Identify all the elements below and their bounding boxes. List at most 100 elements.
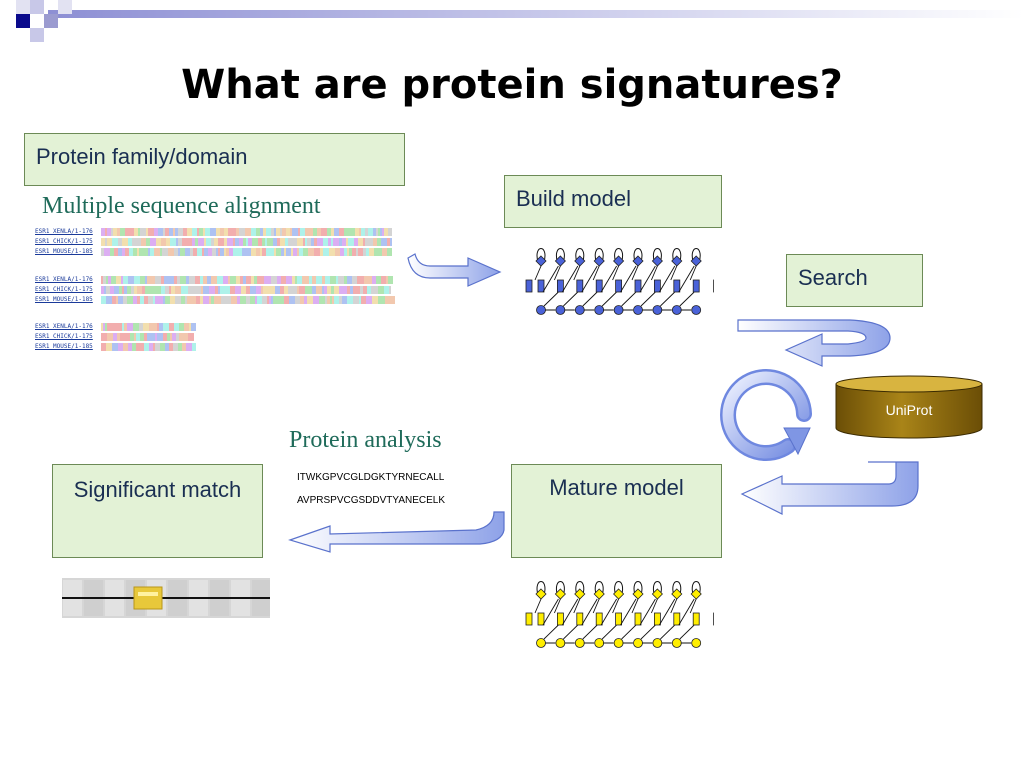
msa-residue — [106, 296, 112, 304]
msa-residue — [140, 228, 146, 236]
hmm-delete-state — [574, 638, 585, 648]
hmm-loop — [614, 581, 624, 596]
msa-residue — [157, 286, 161, 294]
hmm-insert-state — [651, 588, 663, 600]
msa-residue — [363, 238, 365, 246]
msa-residue — [217, 276, 223, 284]
msa-residue — [348, 238, 354, 246]
msa-residue — [122, 323, 124, 331]
msa-residue — [226, 248, 229, 256]
hmm-loop — [691, 248, 701, 263]
hmm-loop — [633, 581, 643, 596]
hmm-match-state — [595, 279, 603, 293]
msa-residue — [195, 238, 198, 246]
hmm-transition — [659, 598, 676, 626]
msa-residue — [309, 276, 312, 284]
hmm-transition — [679, 624, 695, 640]
msa-names-block-2: ESR1_XENLA/1-176 ESR1_CHICK/1-175 ESR1_M… — [35, 276, 97, 306]
msa-residue — [239, 248, 242, 256]
msa-residue — [101, 238, 105, 246]
msa-residue — [133, 296, 137, 304]
hmm-transition — [640, 624, 656, 640]
msa-residue — [151, 323, 157, 331]
msa-residue — [160, 343, 165, 351]
hmm-loop — [536, 248, 546, 263]
msa-residue — [205, 228, 210, 236]
hmm-transition — [679, 291, 695, 307]
msa-residue — [295, 276, 297, 284]
msa-residue — [333, 238, 339, 246]
msa-residue — [320, 248, 323, 256]
msa-residue — [148, 228, 154, 236]
msa-image — [101, 228, 395, 351]
msa-residue — [246, 238, 248, 246]
msa-residue — [106, 343, 112, 351]
msa-residue — [101, 248, 104, 256]
hmm-transition — [600, 265, 617, 293]
msa-residue — [373, 238, 377, 246]
msa-residue — [150, 248, 154, 256]
msa-residue — [250, 286, 256, 294]
msa-residue — [161, 238, 166, 246]
msa-residue — [136, 343, 142, 351]
msa-residue — [361, 228, 365, 236]
msa-residue — [342, 238, 346, 246]
hmm-insert-state — [554, 588, 566, 600]
msa-residue — [132, 343, 134, 351]
msa-residue — [312, 276, 316, 284]
msa-residue — [107, 228, 111, 236]
msa-residue — [313, 228, 315, 236]
msa-residue — [331, 228, 334, 236]
msa-residue — [372, 276, 376, 284]
msa-residue — [246, 276, 249, 284]
msa-names-block-3: ESR1_XENLA/1-176 ESR1_CHICK/1-175 ESR1_M… — [35, 323, 97, 353]
msa-residue — [241, 286, 246, 294]
msa-residue — [288, 238, 294, 246]
hmm-transition — [670, 265, 678, 281]
msa-residue — [175, 286, 181, 294]
msa-residue — [178, 238, 182, 246]
msa-residue — [292, 286, 297, 294]
msa-residue — [180, 228, 183, 236]
msa-residue — [110, 286, 114, 294]
msa-residue — [263, 228, 266, 236]
msa-residue — [354, 238, 358, 246]
msa-residue — [302, 276, 304, 284]
msa-residue — [237, 296, 240, 304]
hmm-delete-state — [691, 305, 702, 315]
msa-residue — [162, 248, 168, 256]
msa-residue — [262, 276, 264, 284]
msa-residue — [168, 248, 174, 256]
msa-residue — [146, 238, 150, 246]
msa-residue — [137, 248, 139, 256]
msa-residue — [368, 238, 373, 246]
hmm-match-state — [673, 279, 681, 293]
msa-residue — [205, 286, 209, 294]
search-label: Search — [798, 265, 868, 290]
msa-residue — [255, 296, 257, 304]
msa-residue — [112, 296, 116, 304]
msa-residue — [358, 248, 363, 256]
msa-residue — [124, 333, 130, 341]
msa-residue — [192, 228, 197, 236]
msa-residue — [133, 248, 137, 256]
msa-residue — [262, 296, 264, 304]
msa-residue — [331, 238, 333, 246]
hmm-delete-state — [555, 305, 566, 315]
hmm-match-state — [557, 279, 564, 293]
msa-residue — [196, 286, 201, 294]
hmm-transition — [689, 598, 697, 614]
msa-residue — [290, 228, 292, 236]
msa-residue — [251, 248, 256, 256]
msa-residue — [388, 276, 393, 284]
hmm-loop — [555, 581, 565, 596]
msa-residue — [131, 286, 134, 294]
uniprot-label: UniProt — [885, 402, 933, 418]
msa-residue — [281, 248, 284, 256]
hmm-match-state — [692, 612, 700, 626]
msa-residue — [103, 323, 105, 331]
msa-residue — [204, 238, 206, 246]
msa-residue — [266, 248, 271, 256]
msa-residue — [351, 228, 355, 236]
msa-residue — [210, 228, 216, 236]
